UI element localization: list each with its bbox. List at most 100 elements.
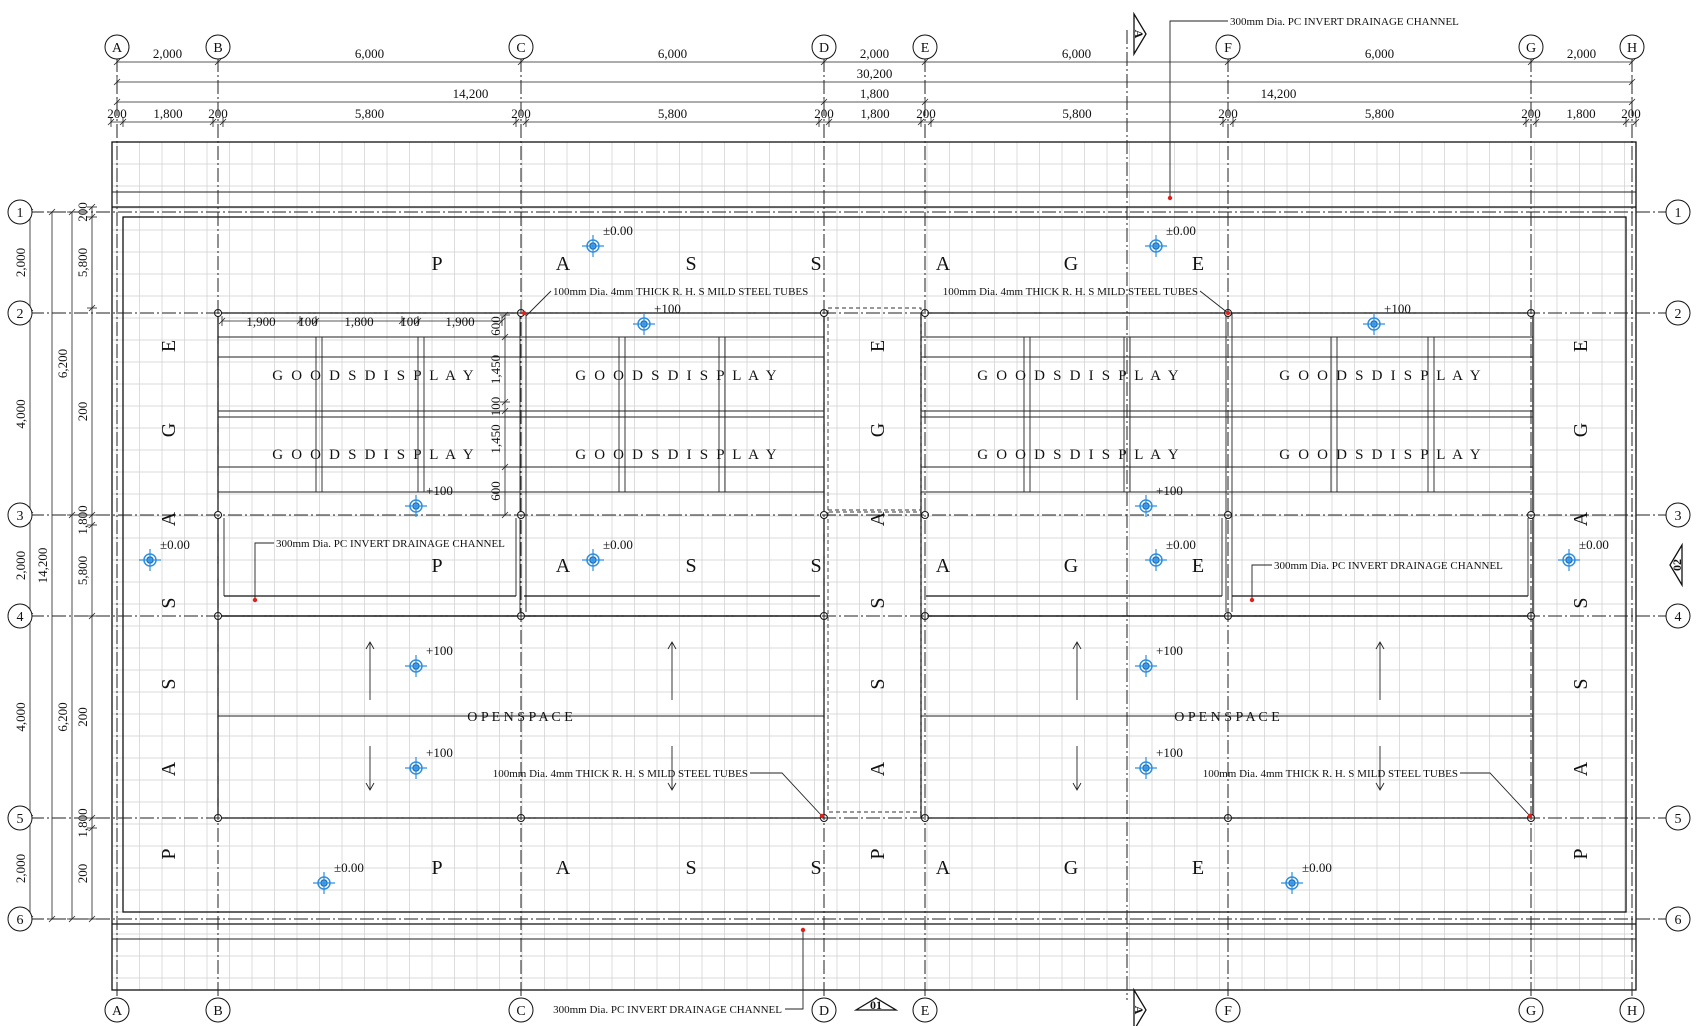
grid-bubble-label: 5: [17, 812, 24, 827]
dim-display-text: 1,900: [246, 314, 275, 329]
grid-bubble-label: B: [213, 41, 222, 56]
passage-letter: A: [936, 857, 951, 879]
drainage-note-bottom-point: [800, 927, 806, 933]
level-marker-plus100: [633, 313, 655, 335]
passage-letter: S: [685, 857, 696, 879]
passage-letter-vertical: E: [1570, 340, 1592, 352]
dim-left-c-text: 5,800: [75, 248, 90, 277]
level-marker-plus100-text: +100: [1384, 301, 1411, 316]
arrow-head: [365, 782, 375, 791]
drainage-note-bottom-text: 300mm Dia. PC INVERT DRAINAGE CHANNEL: [553, 1004, 782, 1016]
passage-letter: S: [685, 555, 696, 577]
grid-bubble-label: 6: [1675, 913, 1682, 928]
tube-note-2-point: [1225, 310, 1231, 316]
dim-left-c-text: 1,800: [75, 808, 90, 837]
section-triangle: [853, 997, 899, 1011]
passage-letter: P: [431, 253, 442, 275]
grid-bubble-label: 2: [17, 307, 24, 322]
goods-display-label: G O O D S D I S P L A Y: [977, 368, 1181, 384]
grid-bubble-6: [1665, 906, 1691, 932]
grid-bubble-label: 4: [1675, 610, 1682, 625]
grid-bubble-3: [7, 502, 33, 528]
grid-bubble-label: D: [819, 41, 829, 56]
level-marker-plus100-text: +100: [426, 483, 453, 498]
passage-letter: S: [685, 253, 696, 275]
dim-detail-text: 200: [1621, 106, 1641, 121]
level-marker-zero: [582, 549, 604, 571]
inner-border: [122, 216, 1627, 913]
level-marker-plus100-text: +100: [426, 745, 453, 760]
grid-bubble-a: [104, 997, 130, 1023]
dim-display-text: 1,800: [344, 314, 373, 329]
drainage-note-left-leader: [254, 542, 274, 600]
grid-bubble-5: [7, 805, 33, 831]
passage-letter: G: [1064, 555, 1078, 577]
passage-letter-vertical: P: [158, 848, 180, 859]
drainage-note-left-point: [252, 597, 258, 603]
dim-grid-text: 6,000: [658, 46, 687, 61]
section-label: 02: [1670, 559, 1684, 571]
passage-letter-vertical: A: [158, 761, 180, 776]
passage-letter: E: [1192, 555, 1204, 577]
dim-left-c-text: 200: [75, 707, 90, 727]
level-marker-zero-text: ±0.00: [603, 537, 633, 552]
tube-note-3-leader: [750, 772, 823, 817]
passage-letter: G: [1064, 857, 1078, 879]
passage-letter: A: [556, 857, 571, 879]
dim-halves-text: 1,800: [860, 86, 889, 101]
dim-left-c-text: 5,800: [75, 556, 90, 585]
dim-display-depth-text: 1,450: [488, 355, 503, 384]
passage-letter: A: [556, 253, 571, 275]
grid-bubble-g: [1518, 34, 1544, 60]
dim-halves-text: 14,200: [453, 86, 489, 101]
section-triangle: [1669, 542, 1683, 588]
grid-bubble-c: [508, 34, 534, 60]
tube-note-3-point: [819, 813, 825, 819]
section-triangle: [1133, 11, 1147, 57]
dim-detail-text: 200: [107, 106, 127, 121]
tube-note-3-text: 100mm Dia. 4mm THICK R. H. S MILD STEEL …: [493, 768, 748, 780]
level-marker-zero-text: ±0.00: [160, 537, 190, 552]
drainage-note-top-leader: [1169, 20, 1228, 198]
level-marker-plus100-text: +100: [654, 301, 681, 316]
grid-bubble-label: G: [1526, 41, 1536, 56]
passage-letter: S: [810, 857, 821, 879]
goods-display-label: G O O D S D I S P L A Y: [575, 368, 779, 384]
goods-display-label: G O O D S D I S P L A Y: [272, 368, 476, 384]
grid-bubble-label: 4: [17, 610, 24, 625]
dim-detail-text: 200: [814, 106, 834, 121]
corridor-outline: [827, 509, 922, 813]
grid-bubble-label: 3: [17, 509, 24, 524]
passage-letter: E: [1192, 253, 1204, 275]
dim-detail-text: 5,800: [355, 106, 384, 121]
section-triangle: [1133, 987, 1147, 1026]
arrow-head: [365, 641, 375, 650]
passage-letter-vertical: G: [867, 423, 889, 437]
grid-bubble-label: D: [819, 1004, 829, 1019]
level-marker-plus100: [1135, 495, 1157, 517]
grid-bubble-label: H: [1627, 1004, 1637, 1019]
grid-bubble-b: [205, 997, 231, 1023]
outer-border: [111, 141, 1637, 991]
drainage-note-right-text: 300mm Dia. PC INVERT DRAINAGE CHANNEL: [1274, 560, 1503, 572]
dim-grid-text: 6,000: [1365, 46, 1394, 61]
level-marker-plus100: [405, 655, 427, 677]
passage-letter-vertical: A: [1570, 511, 1592, 526]
grid-bubble-h: [1619, 34, 1645, 60]
level-marker-plus100-text: +100: [1156, 745, 1183, 760]
section-marker-a-top: A: [1132, 11, 1147, 57]
grid-bubble-g: [1518, 997, 1544, 1023]
drainage-note-top-text: 300mm Dia. PC INVERT DRAINAGE CHANNEL: [1230, 16, 1459, 28]
grid-bubble-label: A: [112, 1004, 123, 1019]
grid-bubble-1: [7, 199, 33, 225]
goods-display-label: G O O D S D I S P L A Y: [272, 447, 476, 463]
grid-bubble-h: [1619, 997, 1645, 1023]
level-marker-plus100: [405, 495, 427, 517]
passage-letter-vertical: A: [1570, 761, 1592, 776]
dim-display-depth-text: 600: [488, 316, 503, 336]
level-marker-plus100: [1135, 757, 1157, 779]
tube-note-1-point: [521, 310, 527, 316]
goods-display-label: G O O D S D I S P L A Y: [1279, 368, 1483, 384]
dim-left-c-text: 200: [75, 202, 90, 222]
